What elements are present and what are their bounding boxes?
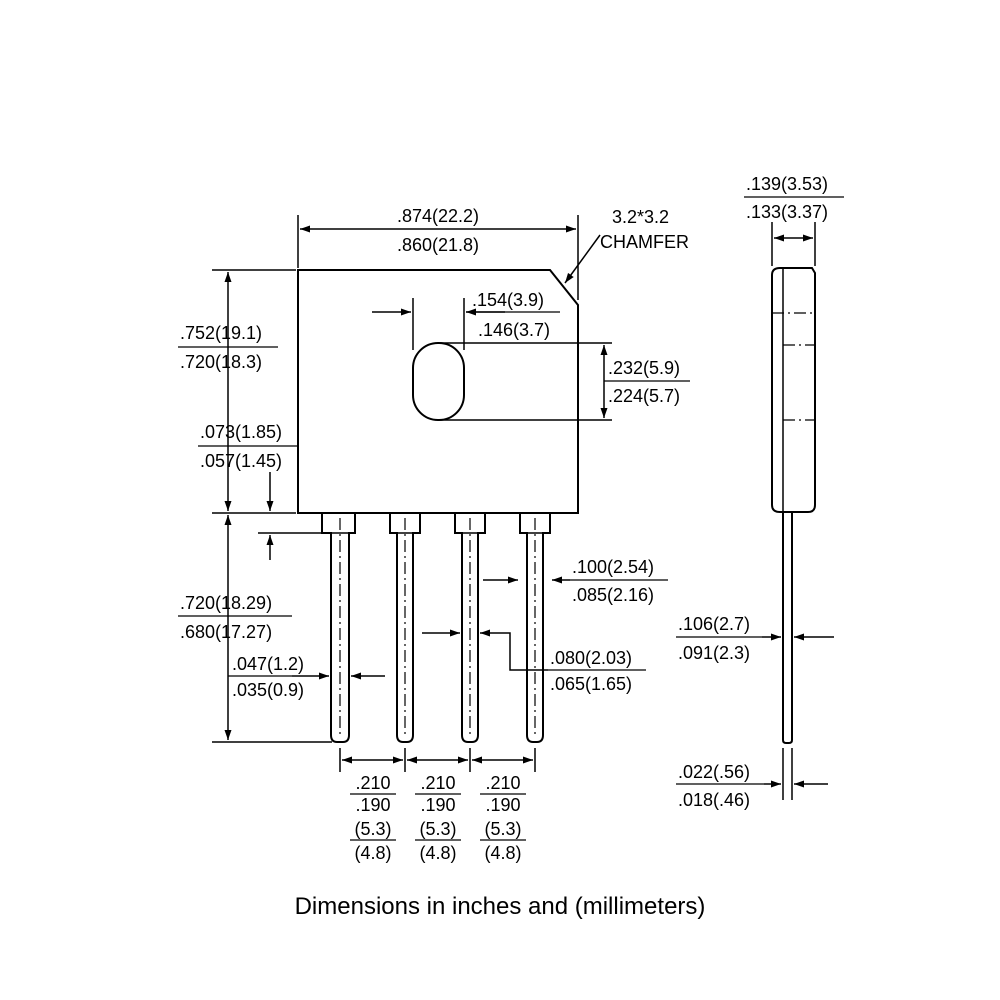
hole-height-min: .224(5.7) bbox=[608, 386, 680, 406]
body-height-max: .752(19.1) bbox=[180, 323, 262, 343]
body-thickness-dimension: .139(3.53) .133(3.37) bbox=[744, 174, 844, 266]
front-view: .874(22.2) .860(21.8) 3.2*3.2 CHAMFER .1… bbox=[178, 206, 690, 863]
lead-pitch-min-mm: (4.8) bbox=[484, 843, 521, 863]
body-height-dimension: .752(19.1) .720(18.3) bbox=[178, 269, 296, 514]
hole-offset-dimension: .154(3.9) .146(3.7) bbox=[372, 290, 560, 350]
lead-wide-width-min: .085(2.16) bbox=[572, 585, 654, 605]
body-thickness-max: .139(3.53) bbox=[746, 174, 828, 194]
lead-shoulder-dimension: .073(1.85) .057(1.45) bbox=[198, 422, 322, 560]
side-view: .139(3.53) .133(3.37) .106(2.7) .091(2.3… bbox=[676, 174, 844, 810]
lead-wide-width-dimension: .100(2.54) .085(2.16) bbox=[483, 557, 668, 605]
lead-pitch-max-mm: (5.3) bbox=[354, 819, 391, 839]
lead-pitch-max-in: .210 bbox=[355, 773, 390, 793]
body-height-min: .720(18.3) bbox=[180, 352, 262, 372]
lead-pitch-min-in: .190 bbox=[420, 795, 455, 815]
side-lead bbox=[782, 512, 793, 744]
lead-pitch-max-mm: (5.3) bbox=[419, 819, 456, 839]
lead-pitch-max-in: .210 bbox=[485, 773, 520, 793]
lead-length-dimension: .720(18.29) .680(17.27) bbox=[178, 515, 332, 743]
lead bbox=[454, 513, 486, 743]
lead-narrow-width-min: .065(1.65) bbox=[550, 674, 632, 694]
lead-width-dimension: .047(1.2) .035(0.9) bbox=[228, 654, 385, 700]
figure-caption: Dimensions in inches and (millimeters) bbox=[294, 893, 706, 920]
body-width-min: .860(21.8) bbox=[397, 235, 479, 255]
lead-narrow-width-max: .080(2.03) bbox=[550, 648, 632, 668]
lead-side-width-min: .091(2.3) bbox=[678, 643, 750, 663]
lead-shoulder-max: .073(1.85) bbox=[200, 422, 282, 442]
hole-height-dimension: .232(5.9) .224(5.7) bbox=[440, 342, 690, 421]
chamfer-label: CHAMFER bbox=[600, 232, 689, 252]
lead bbox=[321, 513, 356, 743]
lead-thickness-dimension: .022(.56) .018(.46) bbox=[676, 748, 828, 810]
side-body bbox=[771, 267, 816, 513]
leads bbox=[321, 513, 551, 743]
lead-length-max: .720(18.29) bbox=[180, 593, 272, 613]
lead-pitch-max-mm: (5.3) bbox=[484, 819, 521, 839]
body-width-dimension: .874(22.2) .860(21.8) bbox=[297, 206, 579, 300]
lead-pitch-max-in: .210 bbox=[420, 773, 455, 793]
lead-wide-width-max: .100(2.54) bbox=[572, 557, 654, 577]
hole-offset-min: .146(3.7) bbox=[478, 320, 550, 340]
lead-pitch-min-mm: (4.8) bbox=[419, 843, 456, 863]
lead-thickness-min: .018(.46) bbox=[678, 790, 750, 810]
package-body bbox=[297, 269, 579, 514]
lead-pitch-min-in: .190 bbox=[355, 795, 390, 815]
lead-length-min: .680(17.27) bbox=[180, 622, 272, 642]
lead-shoulder-min: .057(1.45) bbox=[200, 451, 282, 471]
lead-pitch-min-mm: (4.8) bbox=[354, 843, 391, 863]
hole-height-max: .232(5.9) bbox=[608, 358, 680, 378]
body-thickness-min: .133(3.37) bbox=[746, 202, 828, 222]
lead-narrow-width-dimension: .080(2.03) .065(1.65) bbox=[422, 629, 646, 694]
lead bbox=[389, 513, 421, 743]
lead-pitch-min-in: .190 bbox=[485, 795, 520, 815]
lead-width-min: .035(0.9) bbox=[232, 680, 304, 700]
lead-side-width-dimension: .106(2.7) .091(2.3) bbox=[676, 614, 834, 663]
lead-width-max: .047(1.2) bbox=[232, 654, 304, 674]
body-width-max: .874(22.2) bbox=[397, 206, 479, 226]
lead bbox=[519, 513, 551, 743]
chamfer-callout: 3.2*3.2 CHAMFER bbox=[564, 207, 689, 284]
hole-offset-max: .154(3.9) bbox=[472, 290, 544, 310]
mounting-hole bbox=[412, 342, 465, 421]
lead-side-width-max: .106(2.7) bbox=[678, 614, 750, 634]
lead-thickness-max: .022(.56) bbox=[678, 762, 750, 782]
chamfer-size: 3.2*3.2 bbox=[612, 207, 669, 227]
lead-pitch-dimension: .210 .190 (5.3) (4.8) .210 .190 (5.3) (4… bbox=[339, 748, 536, 863]
